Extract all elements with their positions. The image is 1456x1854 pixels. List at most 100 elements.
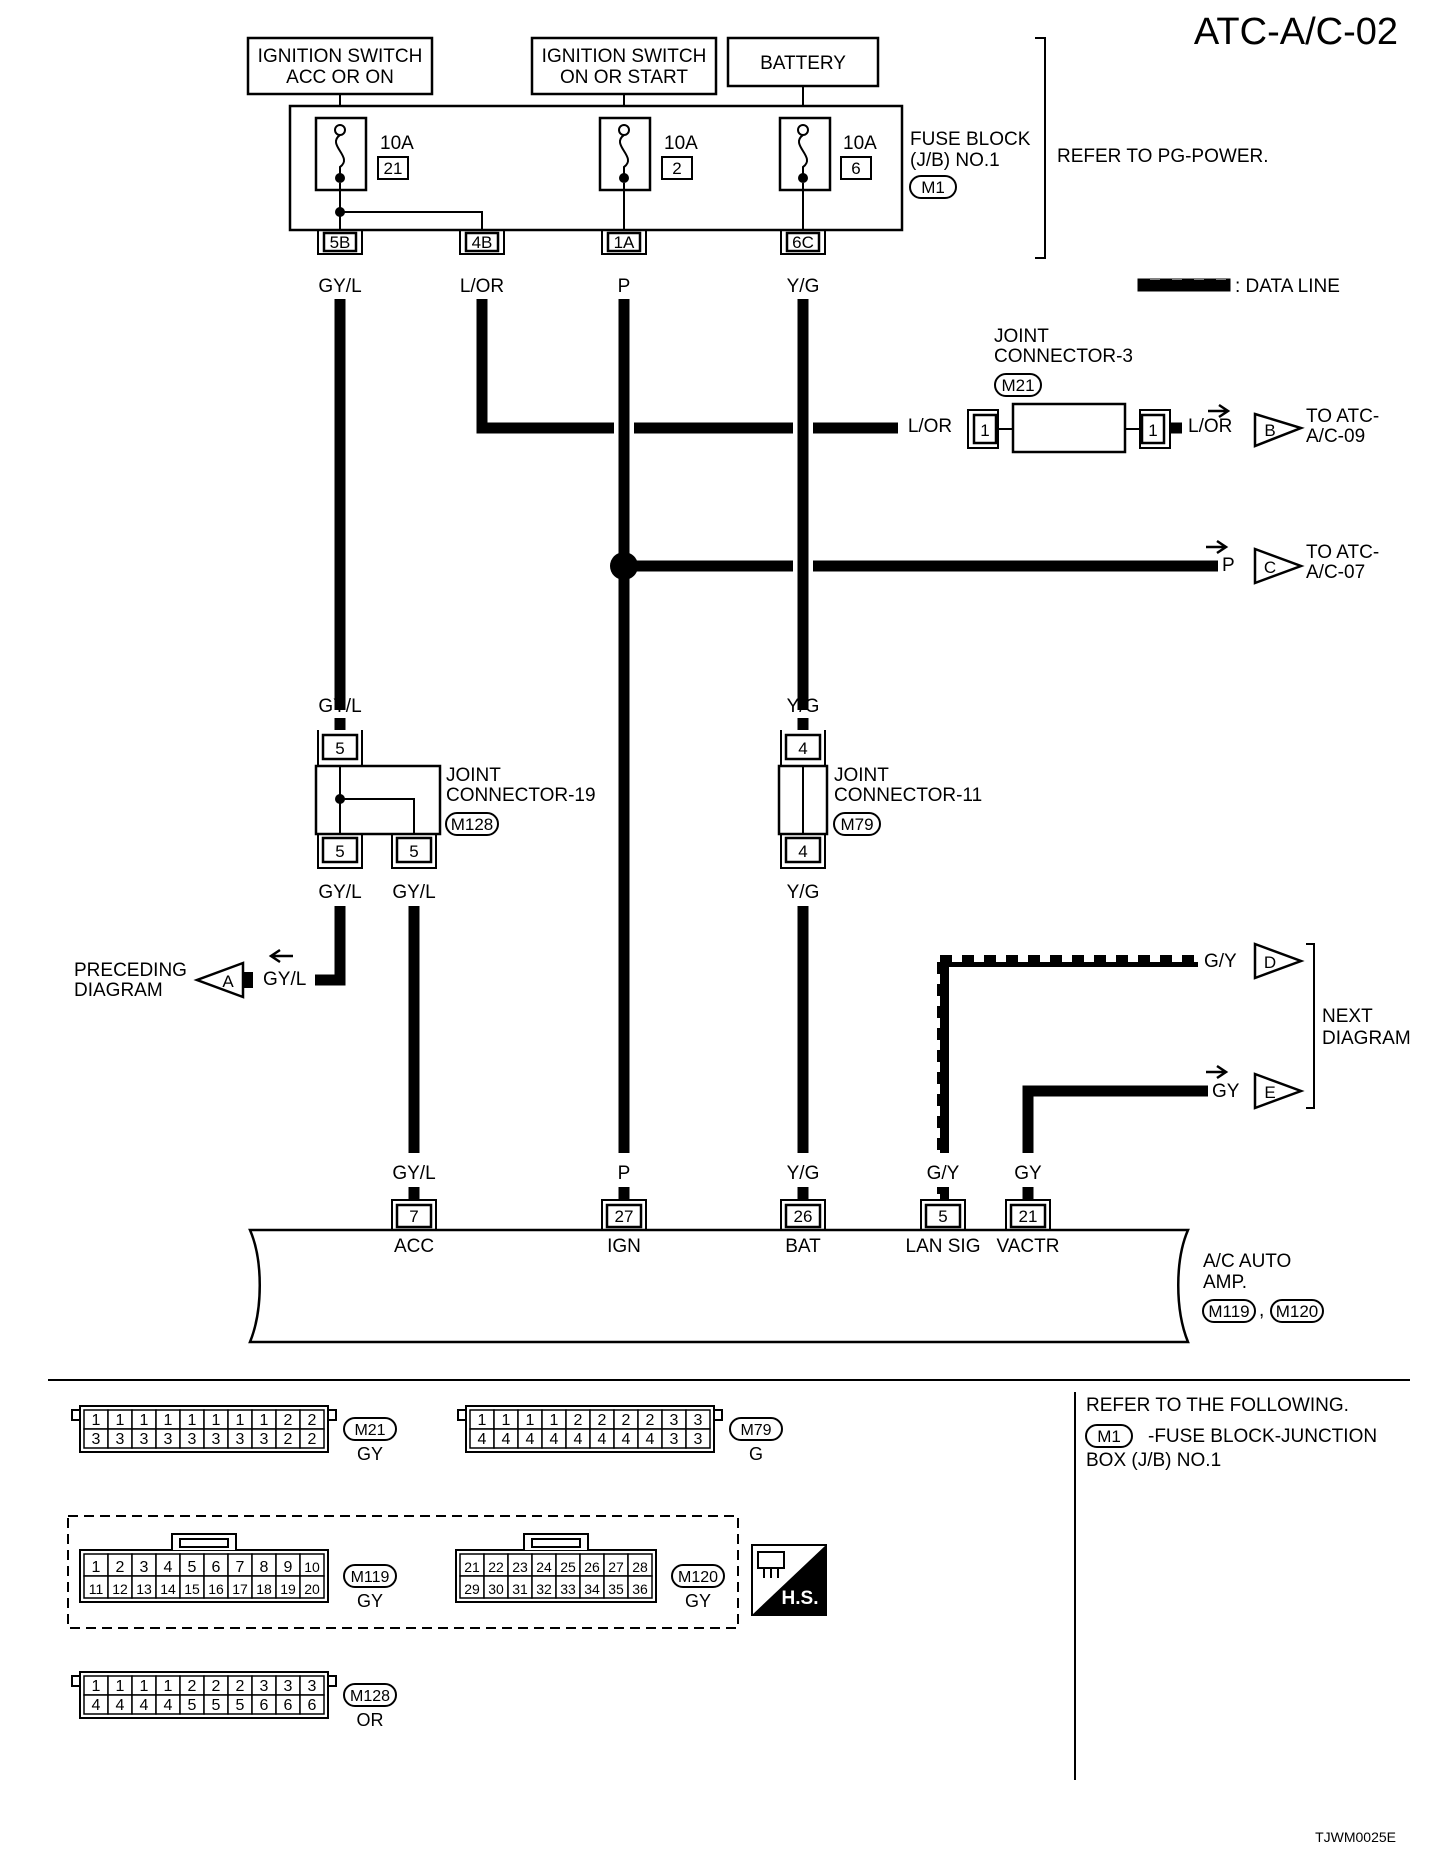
connector-pin: 2 [116,1559,125,1576]
connector-pin: 4 [140,1697,149,1714]
connector-pin: 1 [92,1678,101,1695]
offpage-e-wire: GY [1212,1081,1240,1102]
offpage-e-flag[interactable] [1253,1072,1305,1110]
connector-pin: 36 [632,1581,648,1597]
connector-pin: 7 [236,1559,245,1576]
amp-body [248,1228,1190,1344]
fuse-block-line2: (J/B) NO.1 [910,150,1000,171]
fuse-6 [778,116,832,192]
offpage-a-letter: A [222,972,234,991]
connector-pin: 11 [89,1581,104,1597]
terminal-1a-label: 1A [614,233,635,252]
terminal-1a: 1A [601,230,647,255]
data-line-legend-sample [1137,278,1231,292]
amp-connector-badge-1 [1202,1299,1256,1323]
connector-pin: 12 [112,1581,128,1597]
connector-pin: 2 [646,1412,655,1429]
joint3-connector-id: M21 [1001,376,1034,395]
connector-pin: 1 [260,1412,269,1429]
hs-badge: H.S. [751,1544,827,1616]
terminal-5b: 5B [317,230,363,255]
fuse-block-connector: M1 [921,178,945,197]
joint11-connector [777,730,829,869]
ignition-acc-line2: ACC OR ON [286,67,394,88]
joint3-connector-badge [994,373,1042,397]
connector-pin: 1 [164,1678,173,1695]
wire-label-yg-j11-bottom: Y/G [787,882,820,903]
joint11-pin-bottom: 4 [798,842,807,861]
amp-line2: AMP. [1203,1272,1247,1293]
connector-pin: 17 [232,1581,248,1597]
connector-pin: 2 [212,1678,221,1695]
connector-pin: 4 [502,1431,511,1448]
connector-pin: 1 [502,1412,511,1429]
amp-terminals [391,1199,1051,1230]
ignition-start-line1: IGNITION SWITCH [542,46,707,67]
connector-pin: 4 [478,1431,487,1448]
connector-pin: 2 [188,1678,197,1695]
connector-pin: 3 [670,1431,679,1448]
refer-following-title: REFER TO THE FOLLOWING. [1086,1395,1349,1416]
amp-pin-bat-num: 26 [794,1207,813,1226]
connector-pin: 4 [526,1431,535,1448]
fuse-21-amp: 10A [380,133,414,154]
fuse-6-num-box [840,156,872,180]
hs-badge-label: H.S. [782,1588,819,1609]
arrow-right-icon-e [1206,1064,1229,1080]
connector-pin: 30 [488,1581,504,1597]
jb-internal-4b [340,211,483,230]
offpage-c-flag[interactable] [1253,547,1305,585]
connector-pin: 3 [260,1431,269,1448]
connector-pin: 6 [308,1697,317,1714]
connector-pin: 3 [236,1431,245,1448]
figure-code: TJWM0025E [1315,1829,1396,1845]
offpage-a-terminal [243,972,253,988]
amp-pin-ign-num: 27 [615,1207,634,1226]
fuse-6-num: 6 [851,159,860,178]
refer-following-badge [1085,1424,1133,1448]
joint19-connector-id: M128 [451,815,494,834]
connector-pin: 24 [536,1559,552,1575]
arrow-right-icon [1208,403,1231,419]
battery-box: BATTERY [726,36,880,88]
joint3-out-wire: L/OR [1188,416,1232,437]
next-diagram-line2: DIAGRAM [1322,1028,1411,1049]
connector-pin: 1 [116,1678,125,1695]
joint19-line1: JOINT [446,765,501,786]
joint3-pin-left: 1 [980,421,989,440]
wire-label-p-top: P [618,276,631,297]
connector-pin: 15 [184,1581,200,1597]
connector-pin: 4 [164,1559,173,1576]
connector-pin: 1 [164,1412,173,1429]
amp-pin-vactr-label: VACTR [997,1236,1060,1257]
amp-connector-2: M120 [1276,1302,1319,1321]
amp-pin-lan-label: LAN SIG [906,1236,981,1257]
fuse-21-num: 21 [384,159,403,178]
connector-pin: 2 [284,1412,293,1429]
refer-bracket [1035,37,1046,259]
offpage-a-flag[interactable] [193,961,245,999]
ignition-start-box: IGNITION SWITCH ON OR START [530,36,718,96]
joint11-line1: JOINT [834,765,889,786]
amp-pin-ign-label: IGN [607,1236,641,1257]
connector-pin: 8 [260,1559,269,1576]
connector-view-name: M120 [678,1569,718,1586]
joint19-line2: CONNECTOR-19 [446,785,596,806]
terminal-5b-label: 5B [330,233,351,252]
offpage-b-flag[interactable] [1253,412,1305,448]
connector-pin: 1 [140,1678,149,1695]
connector-pin: 5 [236,1697,245,1714]
offpage-e-letter: E [1264,1083,1275,1102]
fuse-block-line1: FUSE BLOCK [910,129,1031,150]
amp-pin-vactr-num: 21 [1019,1207,1038,1226]
connector-pin: 1 [212,1412,221,1429]
connector-pin: 5 [188,1697,197,1714]
connector-pin: 20 [304,1581,320,1597]
connector-pin: 27 [608,1559,624,1575]
connector-view-group [67,1515,739,1629]
offpage-d-flag[interactable] [1253,942,1305,980]
wire-label-yg-top: Y/G [787,276,820,297]
battery-label: BATTERY [760,53,846,74]
wire-gy-data-line [937,955,1198,1153]
